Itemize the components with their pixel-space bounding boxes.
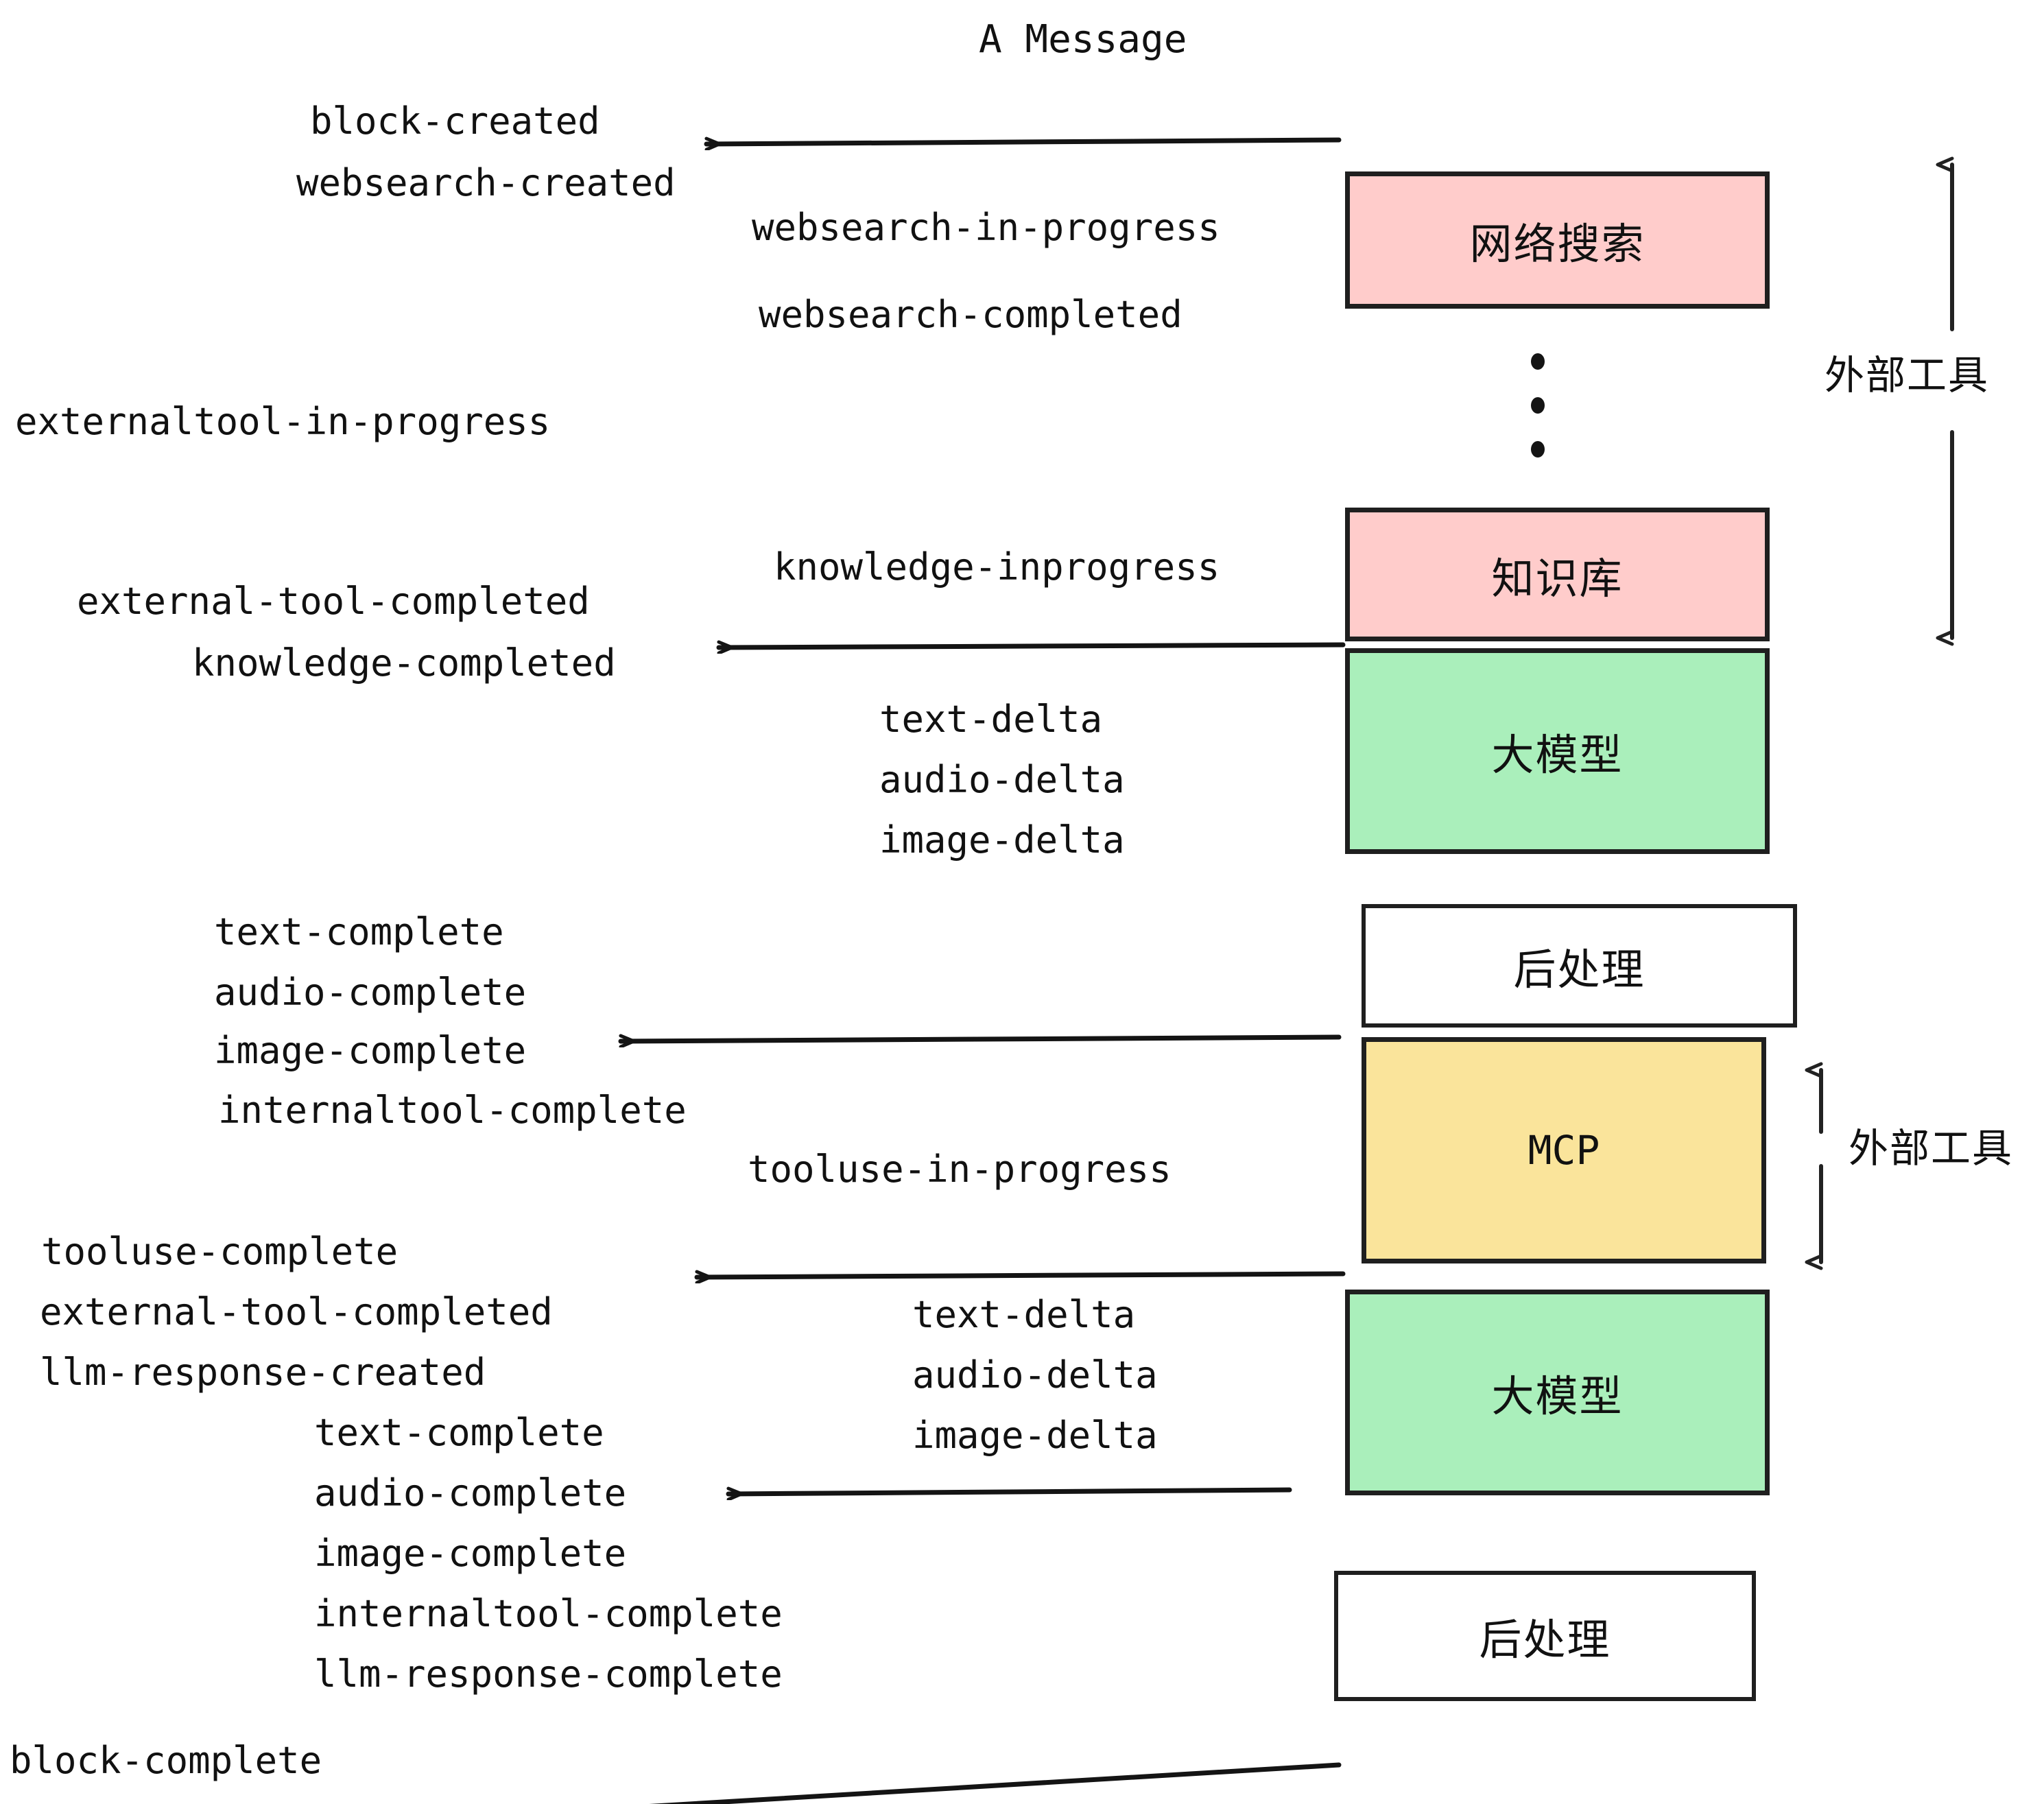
node-llm-upper[interactable]: 大模型 — [1345, 648, 1770, 854]
node-postprocess-upper-label: 后处理 — [1513, 945, 1645, 995]
node-mcp[interactable]: MCP — [1362, 1037, 1766, 1263]
event-externaltool-in-progress: externaltool-in-progress — [15, 400, 551, 443]
event-image-complete-1: image-complete — [214, 1029, 527, 1072]
event-tooluse-complete: tooluse-complete — [41, 1230, 399, 1273]
event-block-created: block-created — [310, 99, 600, 143]
event-audio-complete-2: audio-complete — [314, 1471, 627, 1515]
event-websearch-in-progress: websearch-in-progress — [752, 206, 1220, 249]
node-llm-lower-label: 大模型 — [1491, 1371, 1624, 1421]
vertical-ellipsis — [1531, 340, 1545, 471]
event-text-delta-1: text-delta — [879, 698, 1103, 741]
event-audio-delta-1: audio-delta — [879, 758, 1125, 801]
node-llm-upper-label: 大模型 — [1491, 730, 1624, 780]
external-tools-label-upper: 外部工具 — [1825, 352, 1990, 399]
event-llm-response-complete: llm-response-complete — [314, 1652, 783, 1696]
event-internaltool-complete-1: internaltool-complete — [218, 1089, 687, 1132]
arrow-postprocess-to-image-complete — [618, 1037, 1342, 1041]
event-knowledge-completed: knowledge-completed — [192, 641, 616, 685]
event-image-delta-2: image-delta — [912, 1414, 1158, 1457]
event-block-complete: block-complete — [10, 1739, 322, 1782]
event-image-delta-1: image-delta — [879, 818, 1125, 862]
event-external-tool-completed-1: external-tool-completed — [77, 580, 590, 623]
arrow-llm-to-audio-complete — [726, 1490, 1292, 1494]
page-title: A Message — [979, 17, 1187, 62]
node-postprocess-upper[interactable]: 后处理 — [1362, 904, 1797, 1028]
external-tools-label-lower: 外部工具 — [1849, 1125, 2014, 1172]
node-websearch-label: 网络搜索 — [1469, 219, 1645, 269]
event-audio-complete-1: audio-complete — [214, 971, 527, 1014]
node-postprocess-lower[interactable]: 后处理 — [1334, 1571, 1756, 1701]
node-mcp-label: MCP — [1528, 1127, 1600, 1174]
event-image-complete-2: image-complete — [314, 1532, 627, 1575]
event-tooluse-in-progress: tooluse-in-progress — [748, 1148, 1172, 1191]
node-postprocess-lower-label: 后处理 — [1479, 1615, 1611, 1665]
event-text-complete-1: text-complete — [214, 910, 504, 953]
event-websearch-completed: websearch-completed — [759, 293, 1183, 336]
event-text-complete-2: text-complete — [314, 1411, 604, 1454]
event-knowledge-inprogress: knowledge-inprogress — [774, 545, 1220, 589]
node-knowledge-label: 知识库 — [1491, 553, 1624, 604]
arrow-websearch-to-block-created — [704, 140, 1342, 144]
event-external-tool-completed-2: external-tool-completed — [40, 1290, 553, 1333]
node-websearch[interactable]: 网络搜索 — [1345, 171, 1770, 309]
arrow-mcp-to-tooluse-complete — [694, 1274, 1346, 1277]
event-audio-delta-2: audio-delta — [912, 1353, 1158, 1397]
node-knowledge[interactable]: 知识库 — [1345, 508, 1770, 641]
event-internaltool-complete-2: internaltool-complete — [314, 1592, 783, 1635]
node-llm-lower[interactable]: 大模型 — [1345, 1290, 1770, 1495]
event-websearch-created: websearch-created — [296, 161, 676, 204]
arrow-postprocess-to-block-complete — [420, 1762, 1342, 1804]
arrow-knowledge-to-completed — [716, 645, 1346, 648]
event-llm-response-created: llm-response-created — [40, 1351, 486, 1394]
event-text-delta-2: text-delta — [912, 1293, 1136, 1336]
